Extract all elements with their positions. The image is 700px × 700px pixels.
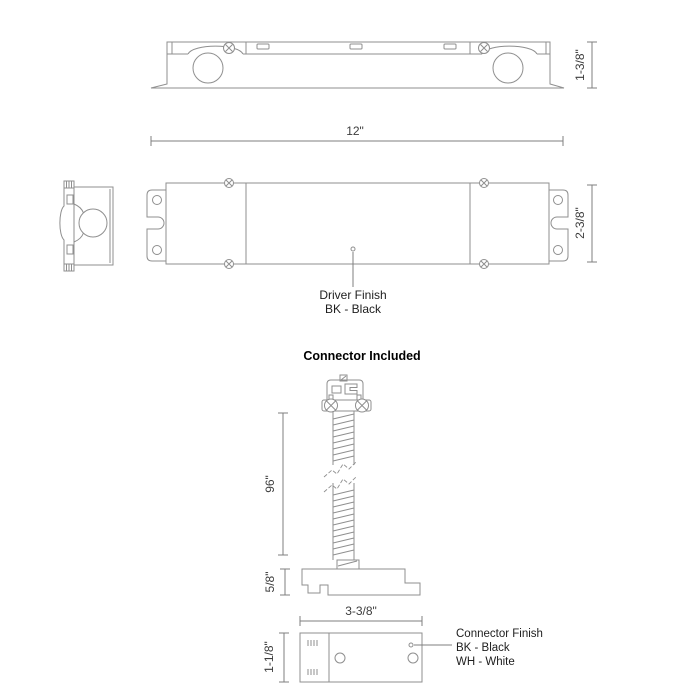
end-knockout-hole — [78, 208, 108, 238]
dim-label-driver-length: 12" — [346, 124, 364, 138]
screw-icon — [223, 42, 235, 54]
connector-hole — [407, 652, 419, 664]
driver-front-view — [146, 178, 569, 287]
connector-finish-label: Connector Finish BK - Black WH - White — [456, 627, 543, 669]
connector-finish-line3: WH - White — [456, 656, 515, 668]
connector-finish-line2: BK - Black — [456, 642, 510, 654]
plug-terminal-slot — [344, 383, 358, 395]
dim-line-connector-width — [279, 632, 289, 683]
mounting-hole — [553, 245, 563, 255]
dim-line-base-height — [280, 568, 290, 596]
screw-icon — [478, 42, 490, 54]
connector-included-heading: Connector Included — [303, 349, 421, 363]
mounting-ear-left — [146, 189, 166, 262]
end-slot — [66, 194, 74, 205]
dim-label-base-height: 5/8" — [263, 571, 277, 593]
screw-icon — [479, 259, 489, 269]
end-slot — [66, 244, 74, 255]
vent-slot — [443, 43, 457, 50]
mounting-hole — [152, 245, 162, 255]
threaded-stem-upper — [332, 411, 355, 465]
end-body — [73, 186, 114, 266]
connector-base-profile — [301, 568, 421, 596]
screw-icon — [324, 398, 338, 413]
mounting-ear-right — [549, 189, 569, 262]
threaded-stem-lower — [332, 483, 355, 560]
driver-end-view — [59, 180, 114, 272]
dim-label-driver-width: 2-3/8" — [573, 207, 587, 239]
finish-callout-dot — [408, 642, 414, 648]
dim-label-connector-width: 1-1/8" — [262, 641, 276, 673]
dim-label-base-length: 3-3/8" — [345, 604, 377, 618]
screw-icon — [224, 178, 234, 188]
connector-plug-head — [326, 379, 364, 400]
screw-icon — [355, 398, 369, 413]
driver-finish-label: Driver Finish BK - Black — [319, 288, 386, 316]
knockout-dome-left — [187, 45, 244, 55]
connector-figure — [301, 374, 421, 596]
vent-slot — [349, 43, 363, 50]
knockout-hole-left — [192, 52, 224, 84]
knockout-hole-right — [492, 52, 524, 84]
mounting-hole — [553, 195, 563, 205]
connector-bottom-body — [299, 632, 423, 683]
finish-callout-dot — [350, 246, 356, 252]
dim-line-base-length — [299, 616, 423, 626]
driver-finish-line1: Driver Finish — [319, 288, 387, 302]
connector-top-tab — [339, 374, 348, 382]
end-flange — [59, 187, 74, 265]
dim-line-driver-height — [587, 41, 597, 89]
driver-front-body — [165, 182, 550, 265]
dim-label-cable-length: 96" — [263, 475, 277, 493]
break-symbol — [323, 460, 358, 493]
dim-label-driver-height: 1-3/8" — [573, 49, 587, 81]
driver-body-outline — [150, 41, 565, 89]
plug-terminal-slot — [331, 385, 342, 394]
driver-top-elevation — [150, 41, 565, 89]
contact-hatch — [307, 640, 318, 675]
vent-slot — [256, 43, 270, 50]
screw-icon — [224, 259, 234, 269]
connector-finish-line1: Connector Finish — [456, 628, 543, 640]
screw-icon — [479, 178, 489, 188]
mounting-hole — [152, 195, 162, 205]
dim-line-cable-length — [278, 412, 288, 556]
connector-bottom-view — [299, 632, 452, 683]
connector-hole — [334, 652, 346, 664]
driver-finish-line2: BK - Black — [324, 302, 381, 316]
dim-line-driver-length — [150, 136, 564, 146]
dim-line-driver-width — [587, 184, 597, 263]
